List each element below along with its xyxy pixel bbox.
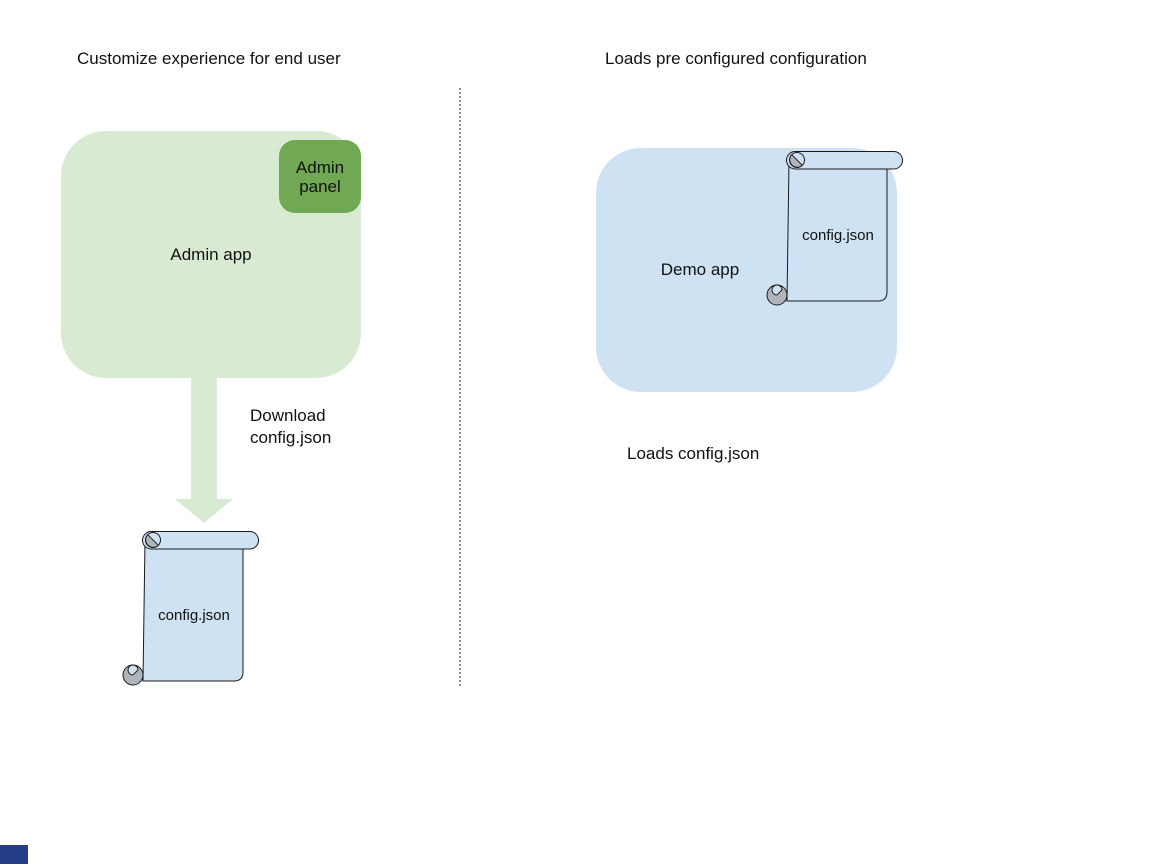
download-arrow-icon	[175, 372, 233, 523]
right-scroll-label: config.json	[802, 226, 874, 244]
left-section-title: Customize experience for end user	[77, 49, 341, 68]
admin-panel-label: Admin panel	[295, 157, 345, 196]
section-divider	[459, 88, 461, 686]
loads-config-caption: Loads config.json	[627, 444, 760, 463]
right-section-title: Loads pre configured configuration	[605, 49, 867, 68]
admin-app-label: Admin app	[170, 245, 252, 264]
admin-panel-box: Admin panel	[279, 140, 361, 213]
demo-app-label: Demo app	[660, 260, 740, 279]
download-arrow-label: Download config.json	[250, 406, 332, 447]
corner-blue-shape	[0, 845, 28, 864]
left-scroll-label: config.json	[158, 606, 230, 624]
